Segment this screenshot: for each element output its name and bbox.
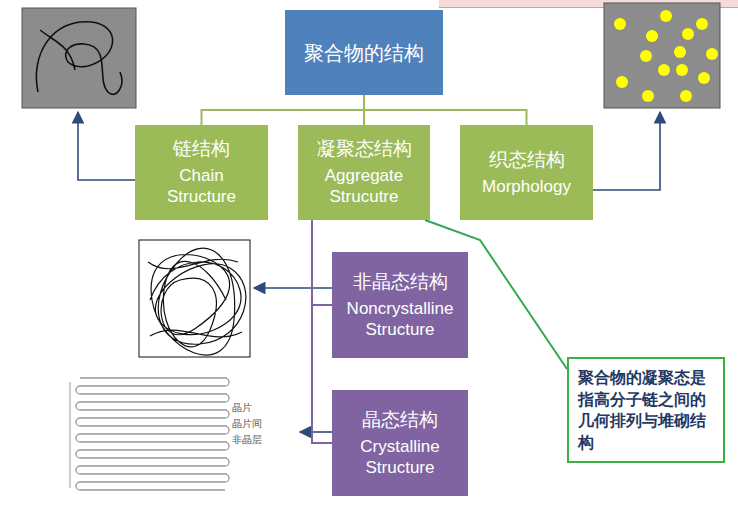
leader-arrow — [593, 112, 660, 190]
morphology-picture — [604, 3, 720, 108]
box-heading: 非晶态结构 — [353, 270, 448, 294]
lamella-chains — [76, 378, 229, 490]
box-text: Aggregate Strucutre — [312, 165, 416, 208]
picture-label: 非晶层 — [232, 434, 262, 446]
coil-picture — [139, 240, 250, 357]
coil-lines — [148, 248, 246, 355]
subcategory-box: 非晶态结构 Noncrystalline Structure — [332, 252, 468, 358]
subcategory-box: 晶态结构 Crystalline Structure — [332, 390, 468, 496]
category-box: 链结构 Chain Structure — [135, 125, 268, 220]
category-box: 凝聚态结构 Aggregate Strucutre — [298, 125, 430, 220]
connector-line — [202, 95, 365, 125]
connector-line — [312, 220, 332, 443]
leader-arrow — [300, 431, 332, 433]
box-text: Noncrystalline Structure — [336, 298, 464, 341]
box-text: Morphology — [482, 176, 571, 197]
leader-arrow — [78, 112, 135, 180]
picture-label: 晶片间 — [232, 418, 262, 430]
box-heading: 凝聚态结构 — [317, 137, 412, 161]
lamella-dimension — [70, 382, 71, 488]
chain-picture — [22, 8, 136, 108]
category-box: 织态结构 Morphology — [460, 125, 593, 220]
connector-line — [312, 220, 332, 305]
definition-callout: 聚合物的凝聚态是指高分子链之间的几何排列与堆砌结构 — [567, 357, 725, 463]
picture-label: 晶片 — [232, 402, 252, 414]
connector-line — [364, 95, 527, 125]
box-text: Crystalline Structure — [342, 436, 458, 479]
chain-curve — [36, 22, 121, 95]
box-heading: 晶态结构 — [362, 408, 438, 432]
leader-arrow — [254, 287, 332, 289]
box-text: 聚合物的结构 — [304, 40, 424, 66]
particle-dots — [614, 10, 718, 102]
box-text: 聚合物的凝聚态是指高分子链之间的几何排列与堆砌结构 — [578, 367, 714, 453]
box-text: Chain Structure — [153, 165, 250, 208]
box-heading: 链结构 — [173, 137, 230, 161]
root-box: 聚合物的结构 — [285, 10, 443, 95]
box-heading: 织态结构 — [489, 148, 565, 172]
